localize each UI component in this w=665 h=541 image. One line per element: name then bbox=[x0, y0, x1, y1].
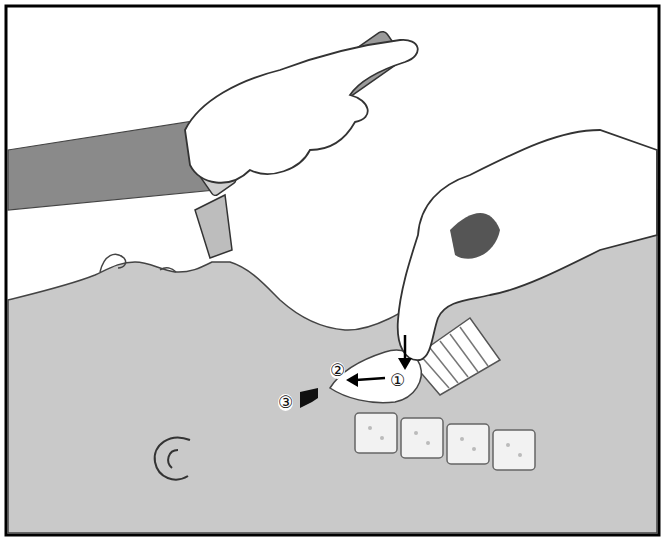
pressure-arrow bbox=[346, 373, 385, 387]
left-hand bbox=[185, 40, 418, 183]
callout-number: ② bbox=[330, 362, 345, 379]
callout-number: ① bbox=[390, 372, 405, 389]
vertebra-dots bbox=[368, 426, 522, 457]
frame bbox=[6, 6, 659, 535]
hand-shadow bbox=[450, 213, 500, 259]
vertebrae bbox=[355, 413, 535, 470]
right-hand bbox=[398, 130, 657, 360]
nose bbox=[100, 254, 126, 272]
callout-number: ③ bbox=[278, 394, 293, 411]
pressure-arrow bbox=[398, 335, 412, 370]
ear bbox=[155, 438, 190, 480]
laryngoscope-blade bbox=[195, 195, 232, 258]
rightward-arrow bbox=[300, 388, 318, 408]
operator-arm bbox=[8, 120, 215, 210]
lips bbox=[160, 268, 176, 272]
larynx bbox=[330, 350, 421, 403]
